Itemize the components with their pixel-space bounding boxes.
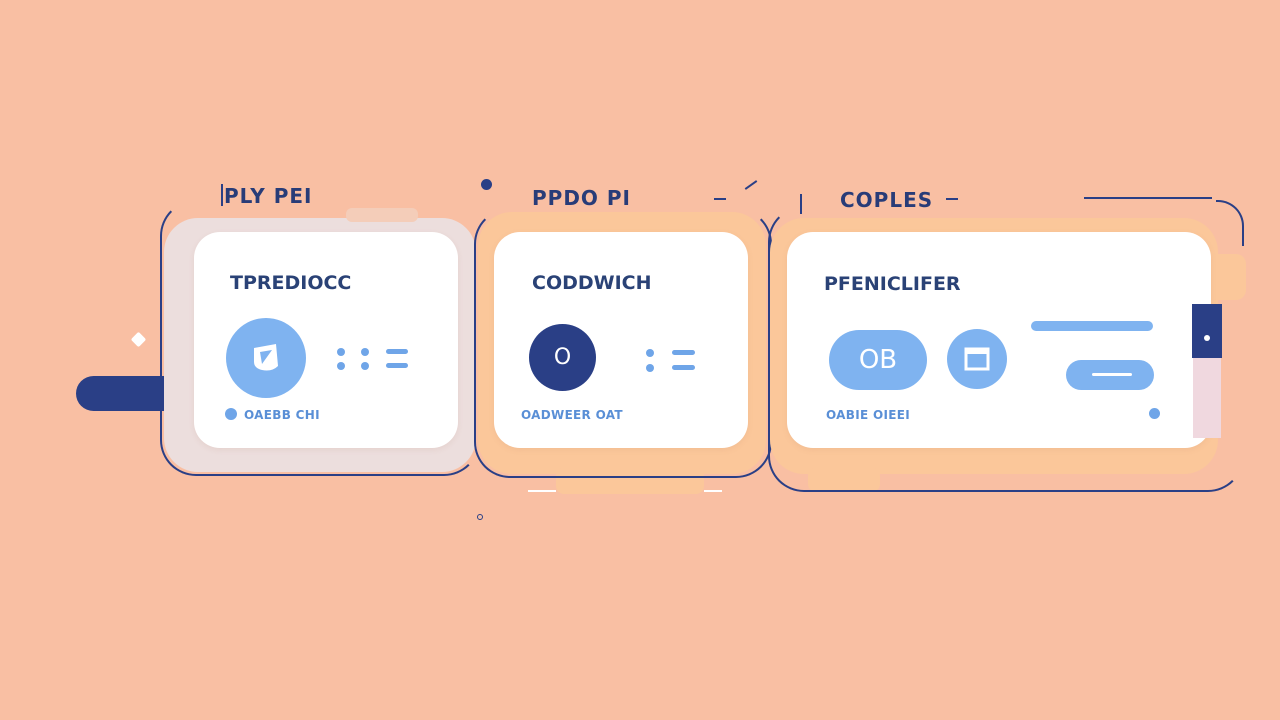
panel-2-bottom-tab xyxy=(556,468,704,494)
panel-3-outline-right xyxy=(1216,200,1244,246)
heading-panel-1: PLY PEI xyxy=(224,184,313,208)
panel-3-toggle[interactable] xyxy=(1066,360,1154,390)
panel-3-footer: OABIE OIEEI xyxy=(826,408,910,422)
heading-dash-2b xyxy=(744,180,758,190)
panel-1-menu-line-2[interactable] xyxy=(386,363,408,368)
heading-dash-2a xyxy=(714,198,726,200)
music-note-icon xyxy=(254,344,278,371)
panel-3-outline xyxy=(768,206,1244,492)
panel-2-dot-a xyxy=(646,349,654,357)
panel-1-top-tab xyxy=(346,208,418,222)
heading-panel-3: COPLES xyxy=(840,188,934,212)
panel-2-record-button[interactable]: O xyxy=(529,324,596,391)
heading-tick-1 xyxy=(221,184,223,206)
panel-1-dot-d xyxy=(361,362,369,370)
panel-2-dot-b xyxy=(646,364,654,372)
panel-3-bottom-tab xyxy=(808,468,880,492)
panel-1-dot-b xyxy=(337,362,345,370)
panel-1-menu-line-1[interactable] xyxy=(386,349,408,354)
panel-2-record-label: O xyxy=(553,345,572,370)
heading-line-right xyxy=(1084,197,1212,199)
panel-3-title: PFENICLIFER xyxy=(824,273,961,295)
heading-panel-2: PPDO PI xyxy=(532,186,631,210)
panel-3-progress-bar xyxy=(1031,321,1153,331)
heading-tick-3 xyxy=(800,194,802,214)
panel-2-footer: OADWEER OAT xyxy=(521,408,623,422)
window-icon xyxy=(964,347,990,371)
panel-1-footer: OAEBB CHI xyxy=(244,408,320,422)
panel-2-title: CODDWICH xyxy=(532,272,652,294)
floating-dot xyxy=(481,179,492,190)
panel-3-toggle-line xyxy=(1092,373,1132,376)
panel-2-menu-line-2[interactable] xyxy=(672,365,695,370)
right-side-button-dot xyxy=(1204,335,1210,341)
panel-1-play-button[interactable] xyxy=(226,318,306,398)
panel-1-status-dot xyxy=(225,408,237,420)
panel-3-right-tab xyxy=(1206,254,1246,300)
heading-dash-3 xyxy=(946,198,958,200)
panel-2-menu-line-1[interactable] xyxy=(672,350,695,355)
panel-3-status-dot xyxy=(1149,408,1160,419)
panel-1-dot-a xyxy=(337,348,345,356)
sparkle-diamond xyxy=(130,331,147,348)
right-side-button[interactable] xyxy=(1192,304,1222,358)
panel-2-under-line-b xyxy=(704,490,722,492)
panel-1-dot-c xyxy=(361,348,369,356)
panel-1-outline xyxy=(160,200,480,476)
panel-3-pill-label: OB xyxy=(858,345,898,375)
floating-ring xyxy=(477,514,483,520)
panel-3-window-button[interactable] xyxy=(947,329,1007,389)
panel-1-title: TPREDIOCC xyxy=(230,272,352,294)
panel-3-pill-button[interactable]: OB xyxy=(829,330,927,390)
panel-2-under-line xyxy=(528,490,556,492)
